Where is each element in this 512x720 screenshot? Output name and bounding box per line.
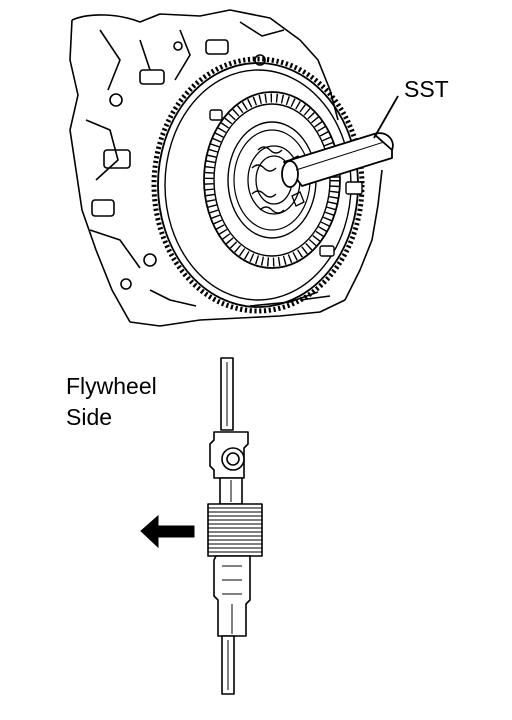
flywheel-side-label-line2: Side xyxy=(66,404,113,430)
flywheel-side-label-line1: Flywheel xyxy=(66,373,157,399)
sst-leader-line xyxy=(373,95,399,139)
sst-tool xyxy=(281,132,394,188)
flywheel-ring-gear xyxy=(151,56,365,314)
clutch-cover-tabs xyxy=(209,109,363,257)
arrow-left-icon xyxy=(140,514,195,549)
sst-label: SST xyxy=(404,76,449,102)
clutch-disc-section-view xyxy=(207,357,263,695)
engine-block-outline xyxy=(69,9,383,327)
